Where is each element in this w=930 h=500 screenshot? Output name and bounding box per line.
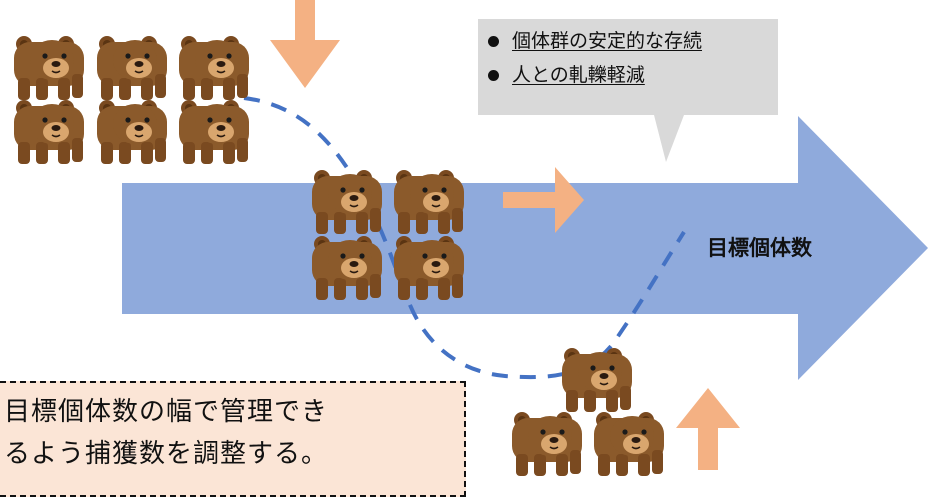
callout-item-label: 個体群の安定的な存続: [512, 30, 703, 52]
target-population-label: 目標個体数: [707, 236, 812, 260]
callout-bubble: [478, 19, 778, 162]
bullet-icon: [488, 70, 499, 81]
bear-icon: [178, 35, 250, 101]
arrow-down-icon: [270, 0, 340, 88]
main-arrow-shape: [122, 116, 928, 380]
note-line-1: 目標個体数の幅で管理でき: [4, 397, 329, 427]
note-line-2: るよう捕獲数を調整する。: [4, 439, 329, 469]
bear-icon: [13, 99, 85, 165]
bear-icon: [96, 35, 168, 101]
arrow-up-icon: [676, 388, 740, 470]
callout-item: 人との軋轢軽減: [478, 58, 768, 92]
population-trend-curve: [243, 96, 686, 380]
callout-item-label: 人との軋轢軽減: [512, 64, 645, 86]
bear-icon: [561, 347, 633, 413]
bullet-icon: [488, 36, 499, 47]
bear-icon: [178, 99, 250, 165]
callout-item: 個体群の安定的な存続: [478, 24, 768, 58]
bear-icon: [96, 99, 168, 165]
callout-goal-list: 個体群の安定的な存続 人との軋轢軽減: [478, 24, 768, 92]
bear-icon: [593, 411, 665, 477]
note-box: 目標個体数の幅で管理でき るよう捕獲数を調整する。: [0, 381, 466, 497]
bear-icon: [13, 35, 85, 101]
bear-icon: [511, 411, 583, 477]
arrow-right-icon: [503, 167, 584, 233]
